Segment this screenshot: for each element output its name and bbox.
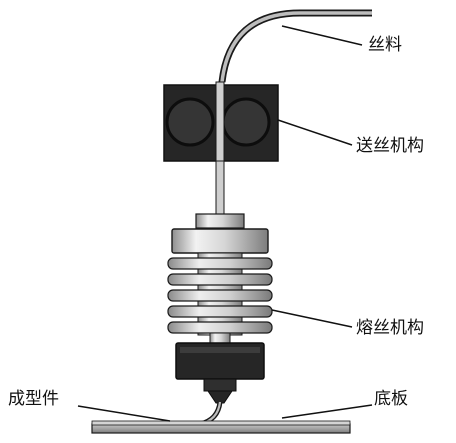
leader-filament	[281, 25, 363, 46]
label-filament: 丝料	[368, 35, 402, 55]
filament-feed	[218, 9, 372, 83]
left-roller	[165, 97, 215, 147]
heatsink-cap	[171, 228, 269, 254]
right-roller	[221, 97, 271, 147]
heatsink-collar	[195, 213, 245, 229]
filament-lower	[215, 160, 225, 216]
leader-lines	[77, 25, 373, 422]
leader-melt	[271, 309, 353, 328]
leader-plate	[281, 404, 373, 419]
leader-feed	[277, 119, 353, 146]
leader-part	[77, 405, 171, 422]
heater-block	[175, 342, 265, 380]
label-part: 成型件	[8, 389, 59, 409]
label-feed-mechanism: 送丝机构	[356, 136, 424, 156]
nozzle	[203, 378, 237, 404]
feed-mechanism	[163, 81, 279, 163]
base-plate	[91, 420, 351, 434]
label-melt-mechanism: 熔丝机构	[356, 318, 424, 338]
heatsink-fins	[167, 257, 273, 334]
label-base-plate: 底板	[374, 389, 408, 409]
